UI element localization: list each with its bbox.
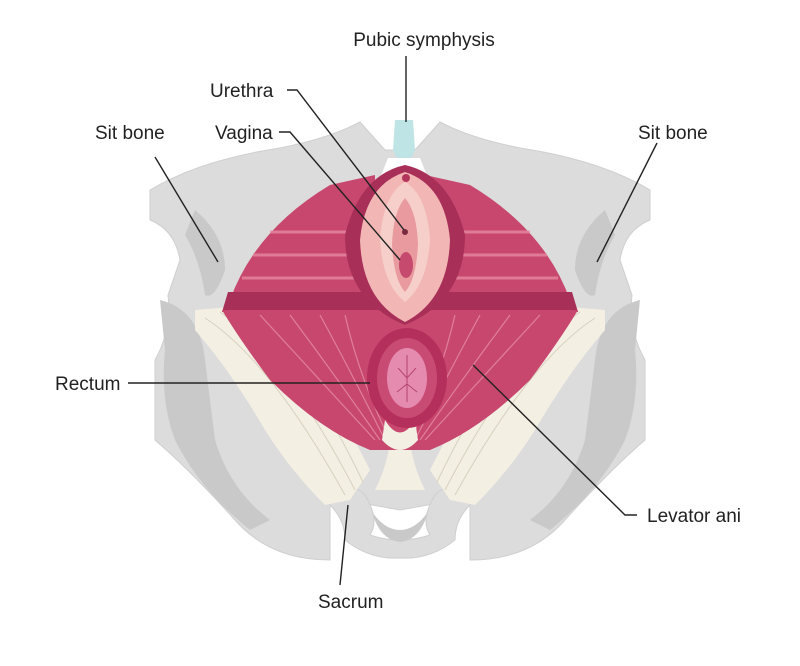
left-ischial-tuberosity (185, 210, 225, 296)
leader-sit-bone-left (154, 156, 219, 263)
label-sit-bone-left: Sit bone (95, 123, 165, 144)
upper-muscle-right (425, 175, 570, 300)
label-urethra: Urethra (210, 81, 274, 102)
sacrum-shadow (372, 512, 428, 542)
pubic-symphysis-cartilage (393, 120, 415, 165)
urethral-opening (402, 229, 408, 235)
left-bone-shadow (160, 300, 270, 530)
label-levator-ani: Levator ani (647, 506, 741, 527)
leader-levator-ani (472, 364, 637, 516)
leader-sacrum (339, 504, 349, 586)
upper-muscle-left (230, 175, 375, 300)
right-sacrotuberous-ligament (430, 305, 605, 505)
right-ischial-tuberosity (575, 210, 615, 296)
clitoris (402, 174, 410, 182)
leader-lines (128, 56, 658, 586)
rectum (367, 328, 447, 428)
label-sacrum: Sacrum (318, 592, 383, 613)
label-pubic-symphysis: Pubic symphysis (353, 30, 495, 51)
label-vagina: Vagina (215, 123, 273, 144)
perineal-body (382, 420, 418, 450)
anococcygeal-ligament (375, 430, 425, 490)
leader-sit-bone-right (596, 142, 658, 263)
leader-urethra (287, 89, 405, 231)
label-rectum: Rectum (55, 374, 120, 395)
left-sacrotuberous-ligament (195, 305, 370, 505)
vaginal-opening (399, 252, 413, 278)
label-sit-bone-right: Sit bone (638, 123, 708, 144)
right-bone-shadow (530, 300, 640, 530)
leader-vagina (279, 131, 401, 261)
vulva (345, 165, 465, 325)
